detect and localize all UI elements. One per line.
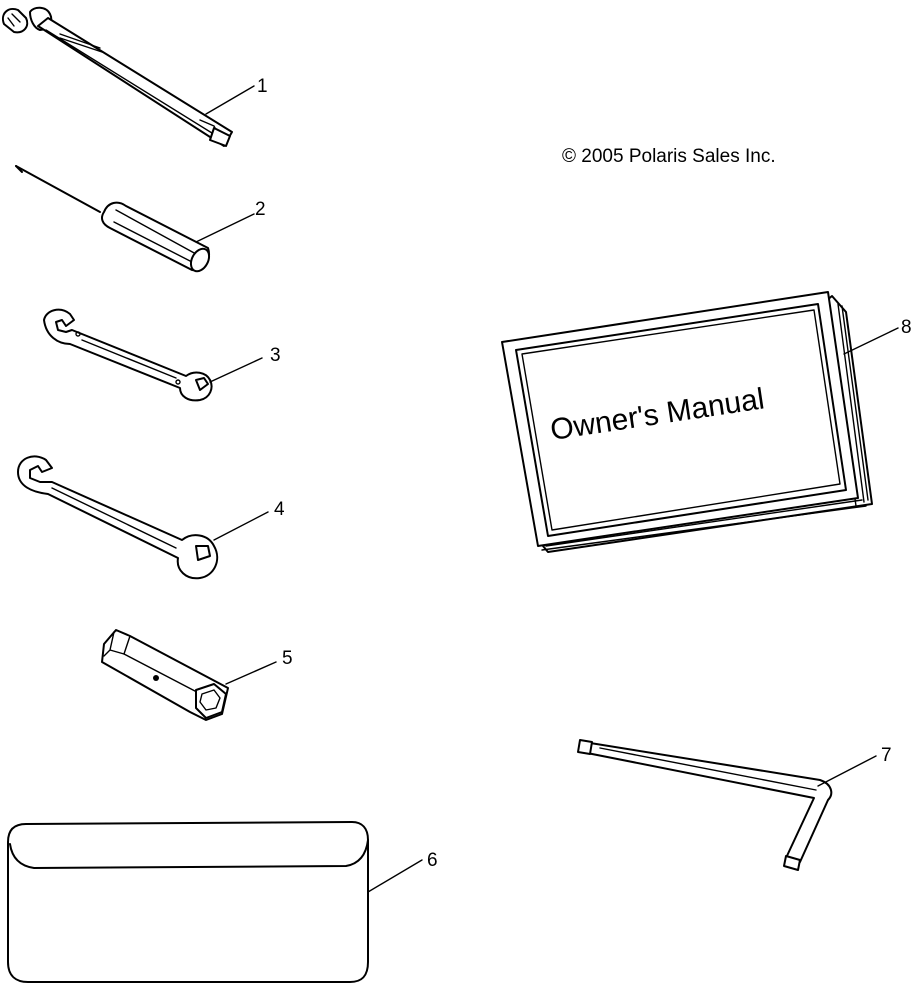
leader-line-4 bbox=[213, 511, 269, 541]
tool-pouch bbox=[7, 821, 369, 983]
owners-manual bbox=[501, 291, 873, 553]
copyright-notice: © 2005 Polaris Sales Inc. bbox=[562, 146, 776, 167]
screwdriver bbox=[15, 165, 211, 273]
socket-tool bbox=[101, 629, 229, 721]
callout-7: 7 bbox=[881, 745, 892, 766]
leader-line-7 bbox=[817, 755, 877, 787]
callout-4: 4 bbox=[274, 499, 285, 520]
leader-line-5 bbox=[225, 661, 277, 685]
leader-line-2 bbox=[195, 213, 255, 243]
l-wrench bbox=[577, 739, 833, 871]
callout-8: 8 bbox=[901, 317, 912, 338]
callout-6: 6 bbox=[427, 850, 438, 871]
large-wrench bbox=[17, 455, 219, 580]
leader-line-3 bbox=[209, 357, 263, 383]
callout-1: 1 bbox=[257, 76, 268, 97]
callout-5: 5 bbox=[282, 648, 293, 669]
small-wrench bbox=[43, 308, 213, 402]
callout-3: 3 bbox=[270, 345, 281, 366]
callout-2: 2 bbox=[255, 199, 266, 220]
leader-line-1 bbox=[205, 85, 255, 115]
leader-line-6 bbox=[367, 859, 423, 893]
tire-gauge bbox=[2, 6, 233, 147]
leader-line-8 bbox=[843, 327, 899, 355]
